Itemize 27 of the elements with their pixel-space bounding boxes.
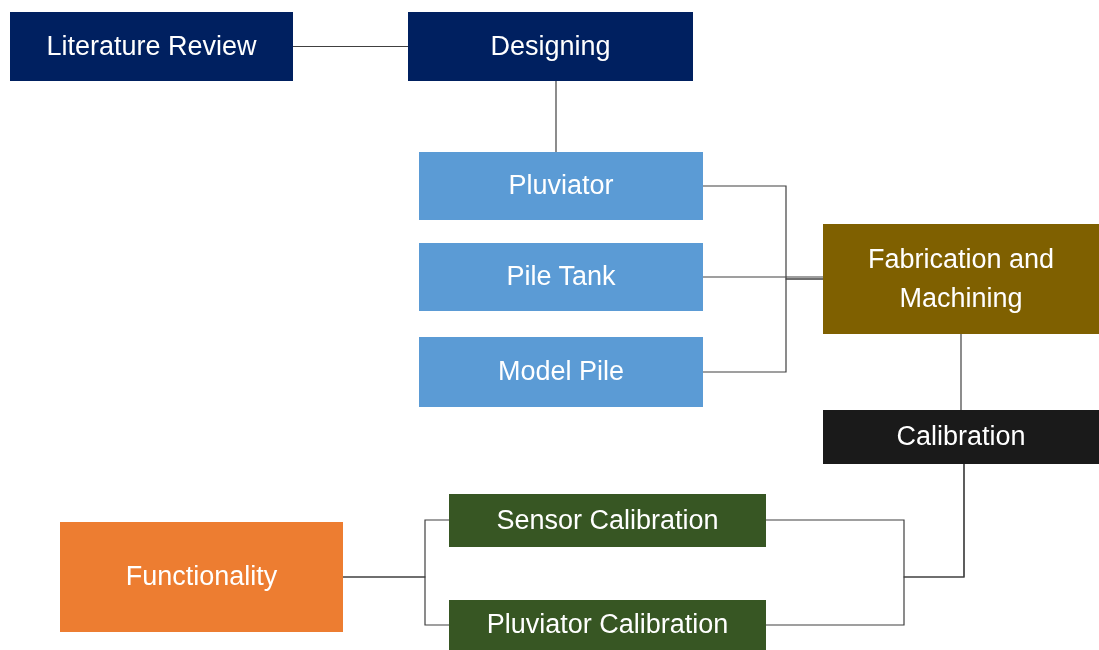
process-box [419,152,703,220]
box-label: Designing [490,29,611,63]
connector-line [292,45,409,48]
process-box [419,337,703,407]
box-label: Pluviator [508,169,614,203]
process-box [449,600,766,650]
process-box [449,494,766,547]
process-box [419,243,703,311]
connector-line [960,333,962,411]
process-box [408,12,693,81]
connector-line [555,80,557,153]
box-label: Functionality [125,560,278,594]
process-box [60,522,343,632]
box-label: Calibration [896,420,1026,454]
box-label: Fabrication and Machining [866,242,1056,315]
connector-line [702,276,824,278]
box-label: Model Pile [497,355,625,389]
connector-line [765,463,965,626]
box-label: Pluviator Calibration [486,608,729,642]
process-box [823,224,1099,334]
process-box [823,410,1099,464]
process-box [10,12,293,81]
box-label: Sensor Calibration [496,503,719,537]
connector-line [342,576,450,626]
connector-line [702,278,824,373]
box-label: Pile Tank [506,260,616,294]
box-label: Literature Review [46,29,257,63]
